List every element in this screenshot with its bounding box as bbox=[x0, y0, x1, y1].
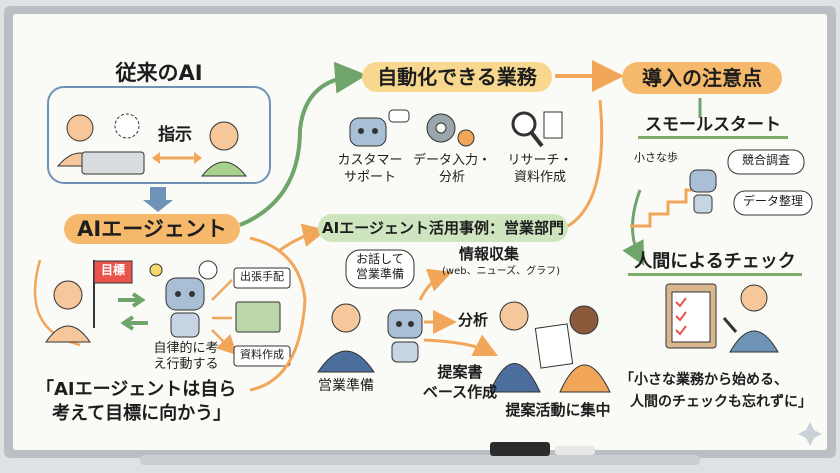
goal-flag-label: 目標 bbox=[100, 263, 125, 277]
customer-support-line-1: カスタマー bbox=[337, 153, 403, 168]
sales-speech-line-2: 営業準備 bbox=[355, 267, 404, 281]
traditional-ai-title: 従来のAI bbox=[94, 61, 224, 86]
proposal-line-1: 提案書 bbox=[437, 363, 483, 381]
ai-agent-title: AIエージェント bbox=[64, 214, 240, 244]
agent-quote-line-1: 「AIエージェントは自ら bbox=[36, 379, 237, 400]
customer-support-line-2: サポート bbox=[343, 170, 396, 185]
analysis-label: 分析 bbox=[457, 311, 488, 329]
sales-prep-caption: 営業準備 bbox=[318, 378, 374, 394]
human-check-title: 人間によるチェック bbox=[628, 251, 802, 276]
data-entry-line-2: 分析 bbox=[438, 170, 465, 185]
small-start-title: スモールスタート bbox=[638, 115, 788, 139]
small-steps-label: 小さな歩 bbox=[634, 151, 678, 164]
automatable-work-title: 自動化できる業務 bbox=[362, 62, 552, 92]
task-document-label: 資料作成 bbox=[240, 348, 284, 361]
task-travel-label: 出張手配 bbox=[240, 270, 284, 283]
instruction-label: 指示 bbox=[158, 125, 192, 145]
agent-quote-line-2: 考えて目標に向かう」 bbox=[52, 403, 232, 424]
autonomy-caption-line-1: 自律的に考 bbox=[153, 341, 219, 356]
research-line-2: 資料作成 bbox=[513, 170, 566, 185]
data-entry-line-1: データ入力・ bbox=[412, 153, 491, 168]
bubble-competitor-research: 競合調査 bbox=[741, 153, 790, 167]
info-gathering-title: 情報収集 bbox=[458, 245, 519, 263]
bubble-data-organize: データ整理 bbox=[742, 194, 803, 208]
autonomy-caption-line-2: え行動する bbox=[153, 357, 219, 372]
info-gathering-sub: (web、ニューズ、グラフ) bbox=[442, 266, 560, 277]
cautions-quote-line-1: 「小さな業務から始める、 bbox=[620, 372, 788, 388]
sales-case-title: AIエージェント活用事例：営業部門 bbox=[318, 214, 568, 242]
cautions-title: 導入の注意点 bbox=[622, 62, 782, 94]
research-line-1: リサーチ・ bbox=[507, 153, 573, 168]
proposal-line-2: ベース作成 bbox=[422, 383, 498, 401]
sales-speech-line-1: お話して bbox=[356, 252, 404, 266]
cautions-quote-line-2: 人間のチェックも忘れずに」 bbox=[630, 394, 812, 410]
focus-proposal-caption: 提案活動に集中 bbox=[505, 401, 611, 419]
